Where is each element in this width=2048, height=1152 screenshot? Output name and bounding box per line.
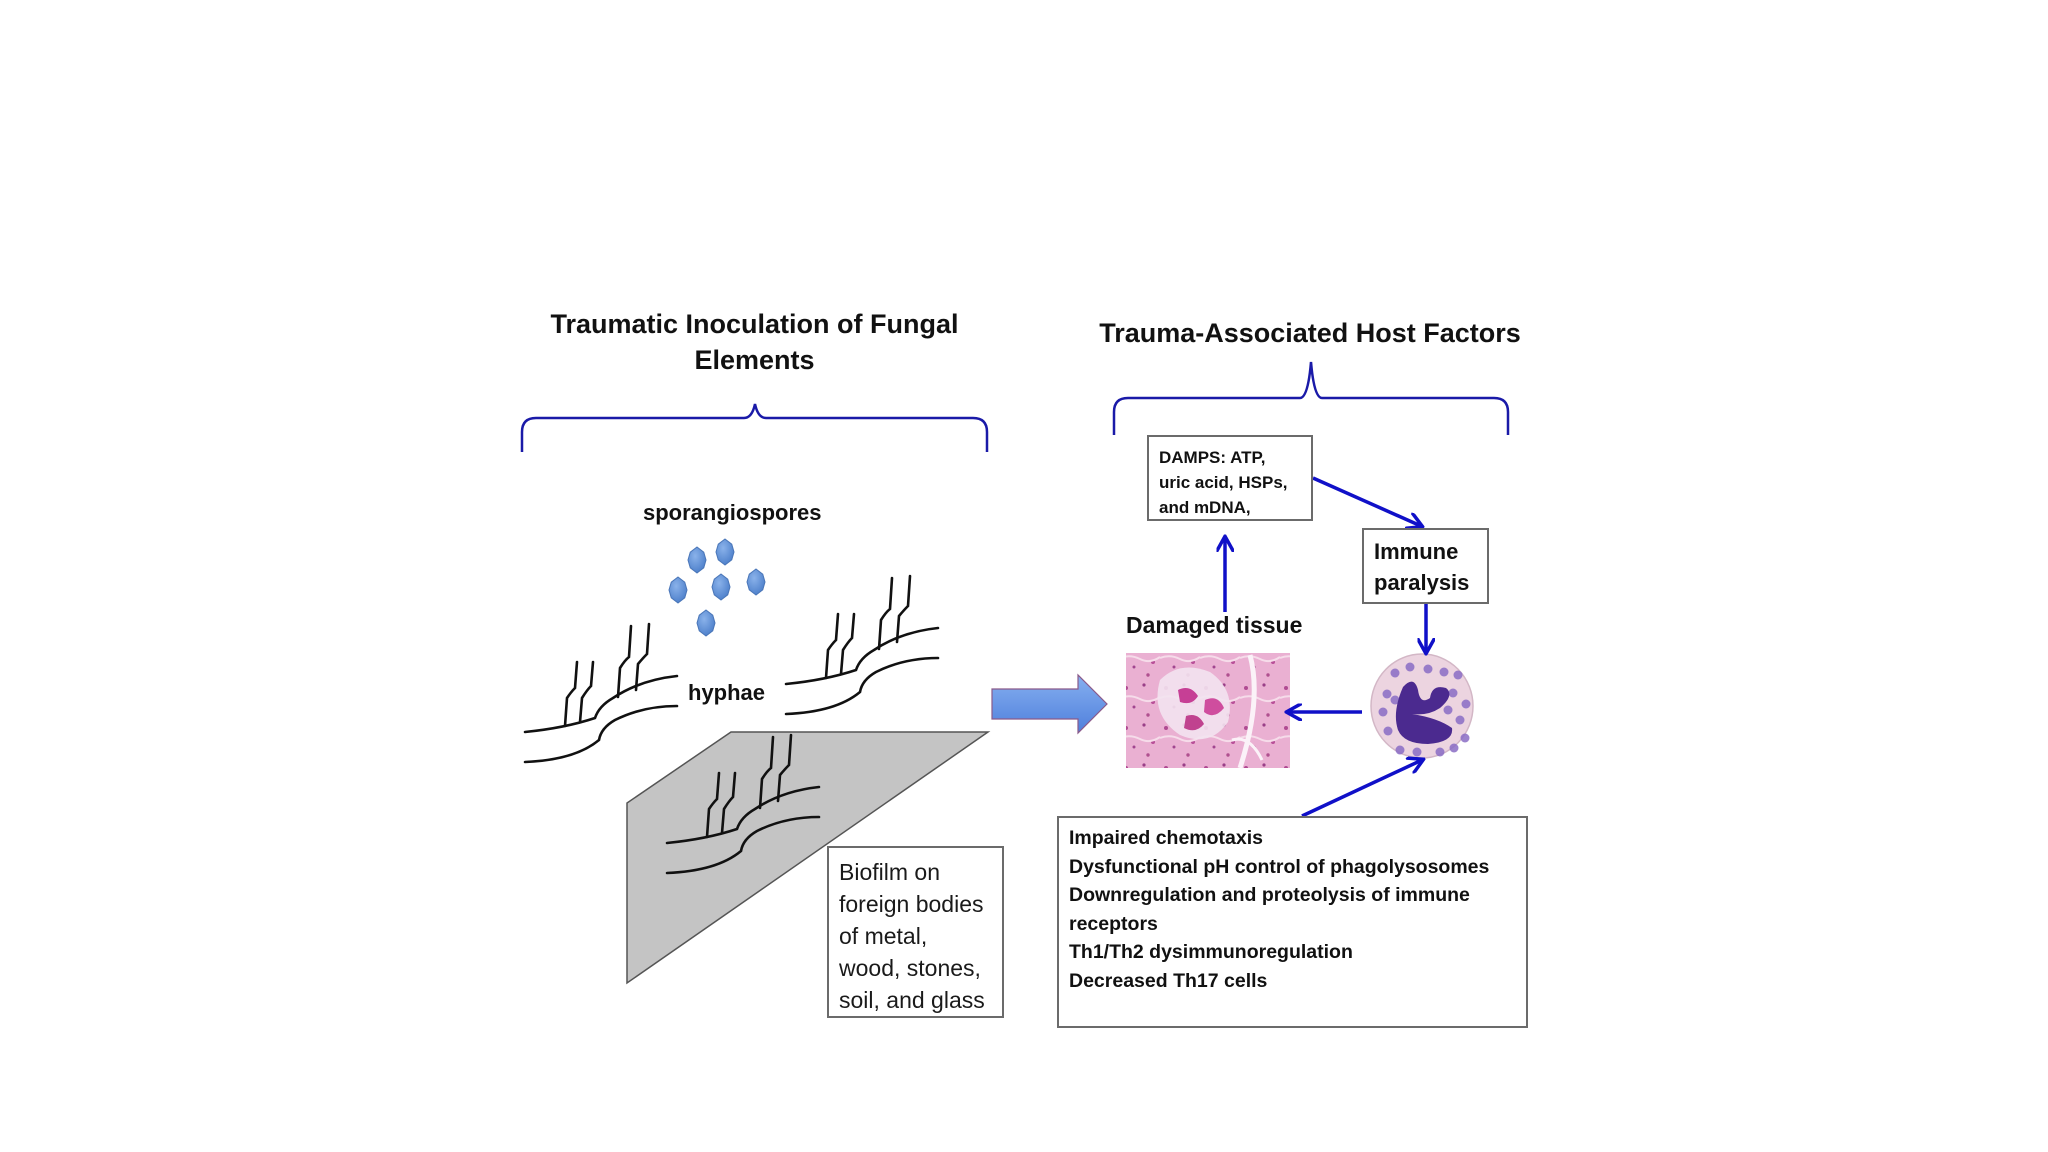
neutrophil-granule (1449, 743, 1459, 753)
sporangiospore-icon (746, 568, 766, 596)
neutrophil-granule (1383, 726, 1393, 736)
biofilm-line: wood, stones, (839, 955, 981, 981)
effect-item: Th1/Th2 dysimmunoregulation (1069, 941, 1353, 963)
immune-paralysis-box: Immune paralysis (1362, 528, 1489, 604)
hypha-icon (784, 574, 940, 716)
hyphae-label: hyphae (688, 680, 766, 705)
sporangiospore-icon (711, 573, 731, 601)
biofilm-line: of metal, (839, 923, 928, 949)
neutrophil-granule (1439, 667, 1449, 677)
neutrophil-granule (1423, 664, 1433, 674)
neutrophil-granule (1443, 705, 1453, 715)
neutrophil-granule (1453, 670, 1463, 680)
left-panel-title: Traumatic Inoculation of Fungal Elements (522, 306, 987, 378)
damps-line: DAMPS: ATP, (1159, 448, 1266, 467)
neutrophil-granule (1382, 689, 1392, 699)
effect-item: receptors (1069, 912, 1158, 935)
sporangiospore-icon (715, 538, 735, 566)
hypha-icon (665, 733, 821, 875)
neutrophil-granule (1395, 745, 1405, 755)
biofilm-line: Biofilm on (839, 859, 940, 885)
effect-item: Downregulation and proteolysis of immune (1069, 884, 1470, 906)
histology-tissue-image (1126, 653, 1290, 769)
sporangiospore-icon (687, 546, 707, 574)
right-brace (1112, 361, 1510, 435)
arrow-effects-to-neutrophil (1301, 760, 1422, 818)
immune-effects-box: Impaired chemotaxis Dysfunctional pH con… (1057, 816, 1528, 1028)
neutrophil-granule (1435, 747, 1445, 757)
effect-item: Impaired chemotaxis (1069, 827, 1263, 849)
block-arrow-right-icon (991, 673, 1108, 735)
arrow-damps-to-immune (1312, 476, 1421, 526)
left-title-line-1: Traumatic Inoculation of Fungal (550, 309, 959, 339)
biofilm-line: foreign bodies (839, 891, 984, 917)
neutrophil-granule (1378, 707, 1388, 717)
left-brace (520, 403, 989, 452)
immune-line: paralysis (1374, 570, 1470, 595)
neutrophil-granule (1412, 747, 1422, 757)
neutrophil-granule (1390, 668, 1400, 678)
neutrophil-granule (1460, 733, 1470, 743)
hypha-icon (523, 622, 679, 764)
biofilm-box: Biofilm on foreign bodies of metal, wood… (827, 846, 1004, 1018)
sporangiospores-group (668, 538, 766, 637)
damps-line: and mDNA, (1159, 498, 1251, 517)
neutrophil-granule (1461, 699, 1471, 709)
hyphae-group (523, 574, 940, 875)
right-panel-title: Trauma-Associated Host Factors (1099, 318, 1521, 348)
sporangiospore-icon (696, 609, 716, 637)
damps-line: uric acid, HSPs, (1159, 473, 1288, 492)
biofilm-line: soil, and glass (839, 987, 985, 1013)
neutrophil-granule (1390, 695, 1400, 705)
immune-line: Immune (1374, 539, 1459, 564)
sporangiospores-label: sporangiospores (643, 500, 822, 525)
damps-box: DAMPS: ATP, uric acid, HSPs, and mDNA, (1147, 435, 1313, 521)
neutrophil-granule (1405, 662, 1415, 672)
neutrophil-granule (1448, 688, 1458, 698)
sporangiospore-icon (668, 576, 688, 604)
neutrophil-granule (1455, 715, 1465, 725)
effect-item: Dysfunctional pH control of phagolysosom… (1069, 855, 1490, 878)
effect-item: Decreased Th17 cells (1069, 969, 1268, 992)
damaged-tissue-label: Damaged tissue (1126, 612, 1303, 638)
left-title-line-2: Elements (694, 345, 815, 375)
neutrophil-cell-icon (1370, 653, 1474, 759)
